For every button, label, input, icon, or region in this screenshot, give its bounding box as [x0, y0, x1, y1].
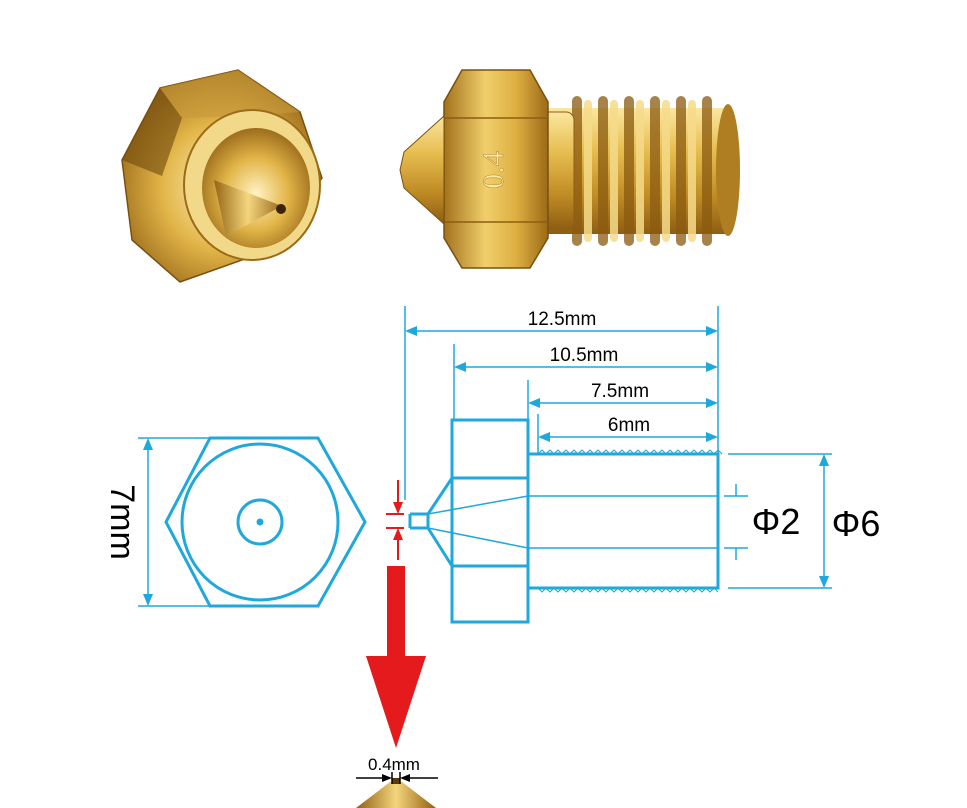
nozzle-photo-side: 0.4	[399, 69, 740, 269]
length-dimensions	[404, 306, 719, 500]
outer-diameter-label: Φ6	[832, 503, 881, 544]
body-length-label: 10.5mm	[550, 345, 619, 366]
nozzle-diameter-label: 0.4mm	[368, 755, 420, 774]
pointer-arrow	[366, 566, 426, 748]
thread-length-label: 6mm	[608, 415, 650, 436]
hex-end-view	[138, 436, 367, 608]
nozzle-size-stamp: 0.4	[477, 151, 510, 189]
hex-width-label: 7mm	[103, 484, 141, 560]
nozzle-photo-front	[121, 69, 323, 283]
total-length-label: 12.5mm	[528, 309, 597, 330]
diameter-dimensions	[724, 453, 832, 589]
side-profile-view	[408, 418, 723, 624]
inner-diameter-label: Φ2	[752, 501, 801, 542]
shank-length-label: 7.5mm	[591, 381, 649, 402]
nozzle-tip-detail	[356, 772, 438, 808]
orifice-markers	[386, 480, 404, 560]
